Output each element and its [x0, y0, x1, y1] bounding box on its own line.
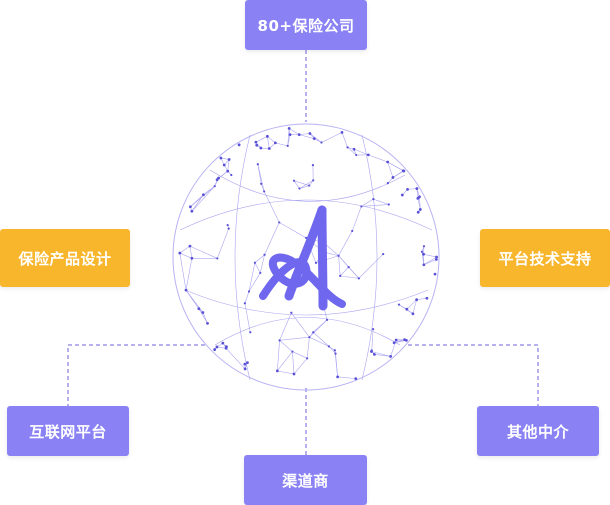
channel-partners-label: 渠道商: [282, 471, 329, 490]
product-design-label: 保险产品设计: [18, 249, 112, 268]
connector-bottom-left: [67, 344, 205, 406]
connectors: [67, 50, 539, 455]
logo-a-icon: [259, 205, 346, 311]
other-intermediaries-label: 其他中介: [506, 422, 569, 441]
product-design-node: 保险产品设计: [0, 229, 130, 287]
channel-partners-node: 渠道商: [244, 455, 367, 505]
other-intermediaries-node: 其他中介: [477, 406, 599, 456]
internet-platform-node: 互联网平台: [7, 406, 129, 456]
internet-platform-label: 互联网平台: [29, 422, 107, 441]
insurance-companies-label: 80+保险公司: [257, 16, 355, 35]
connector-bottom-right: [408, 344, 539, 406]
insurance-companies-node: 80+保险公司: [245, 0, 367, 50]
tech-support-label: 平台技术支持: [498, 249, 592, 268]
tech-support-node: 平台技术支持: [480, 229, 610, 287]
network-sphere: [172, 123, 440, 391]
